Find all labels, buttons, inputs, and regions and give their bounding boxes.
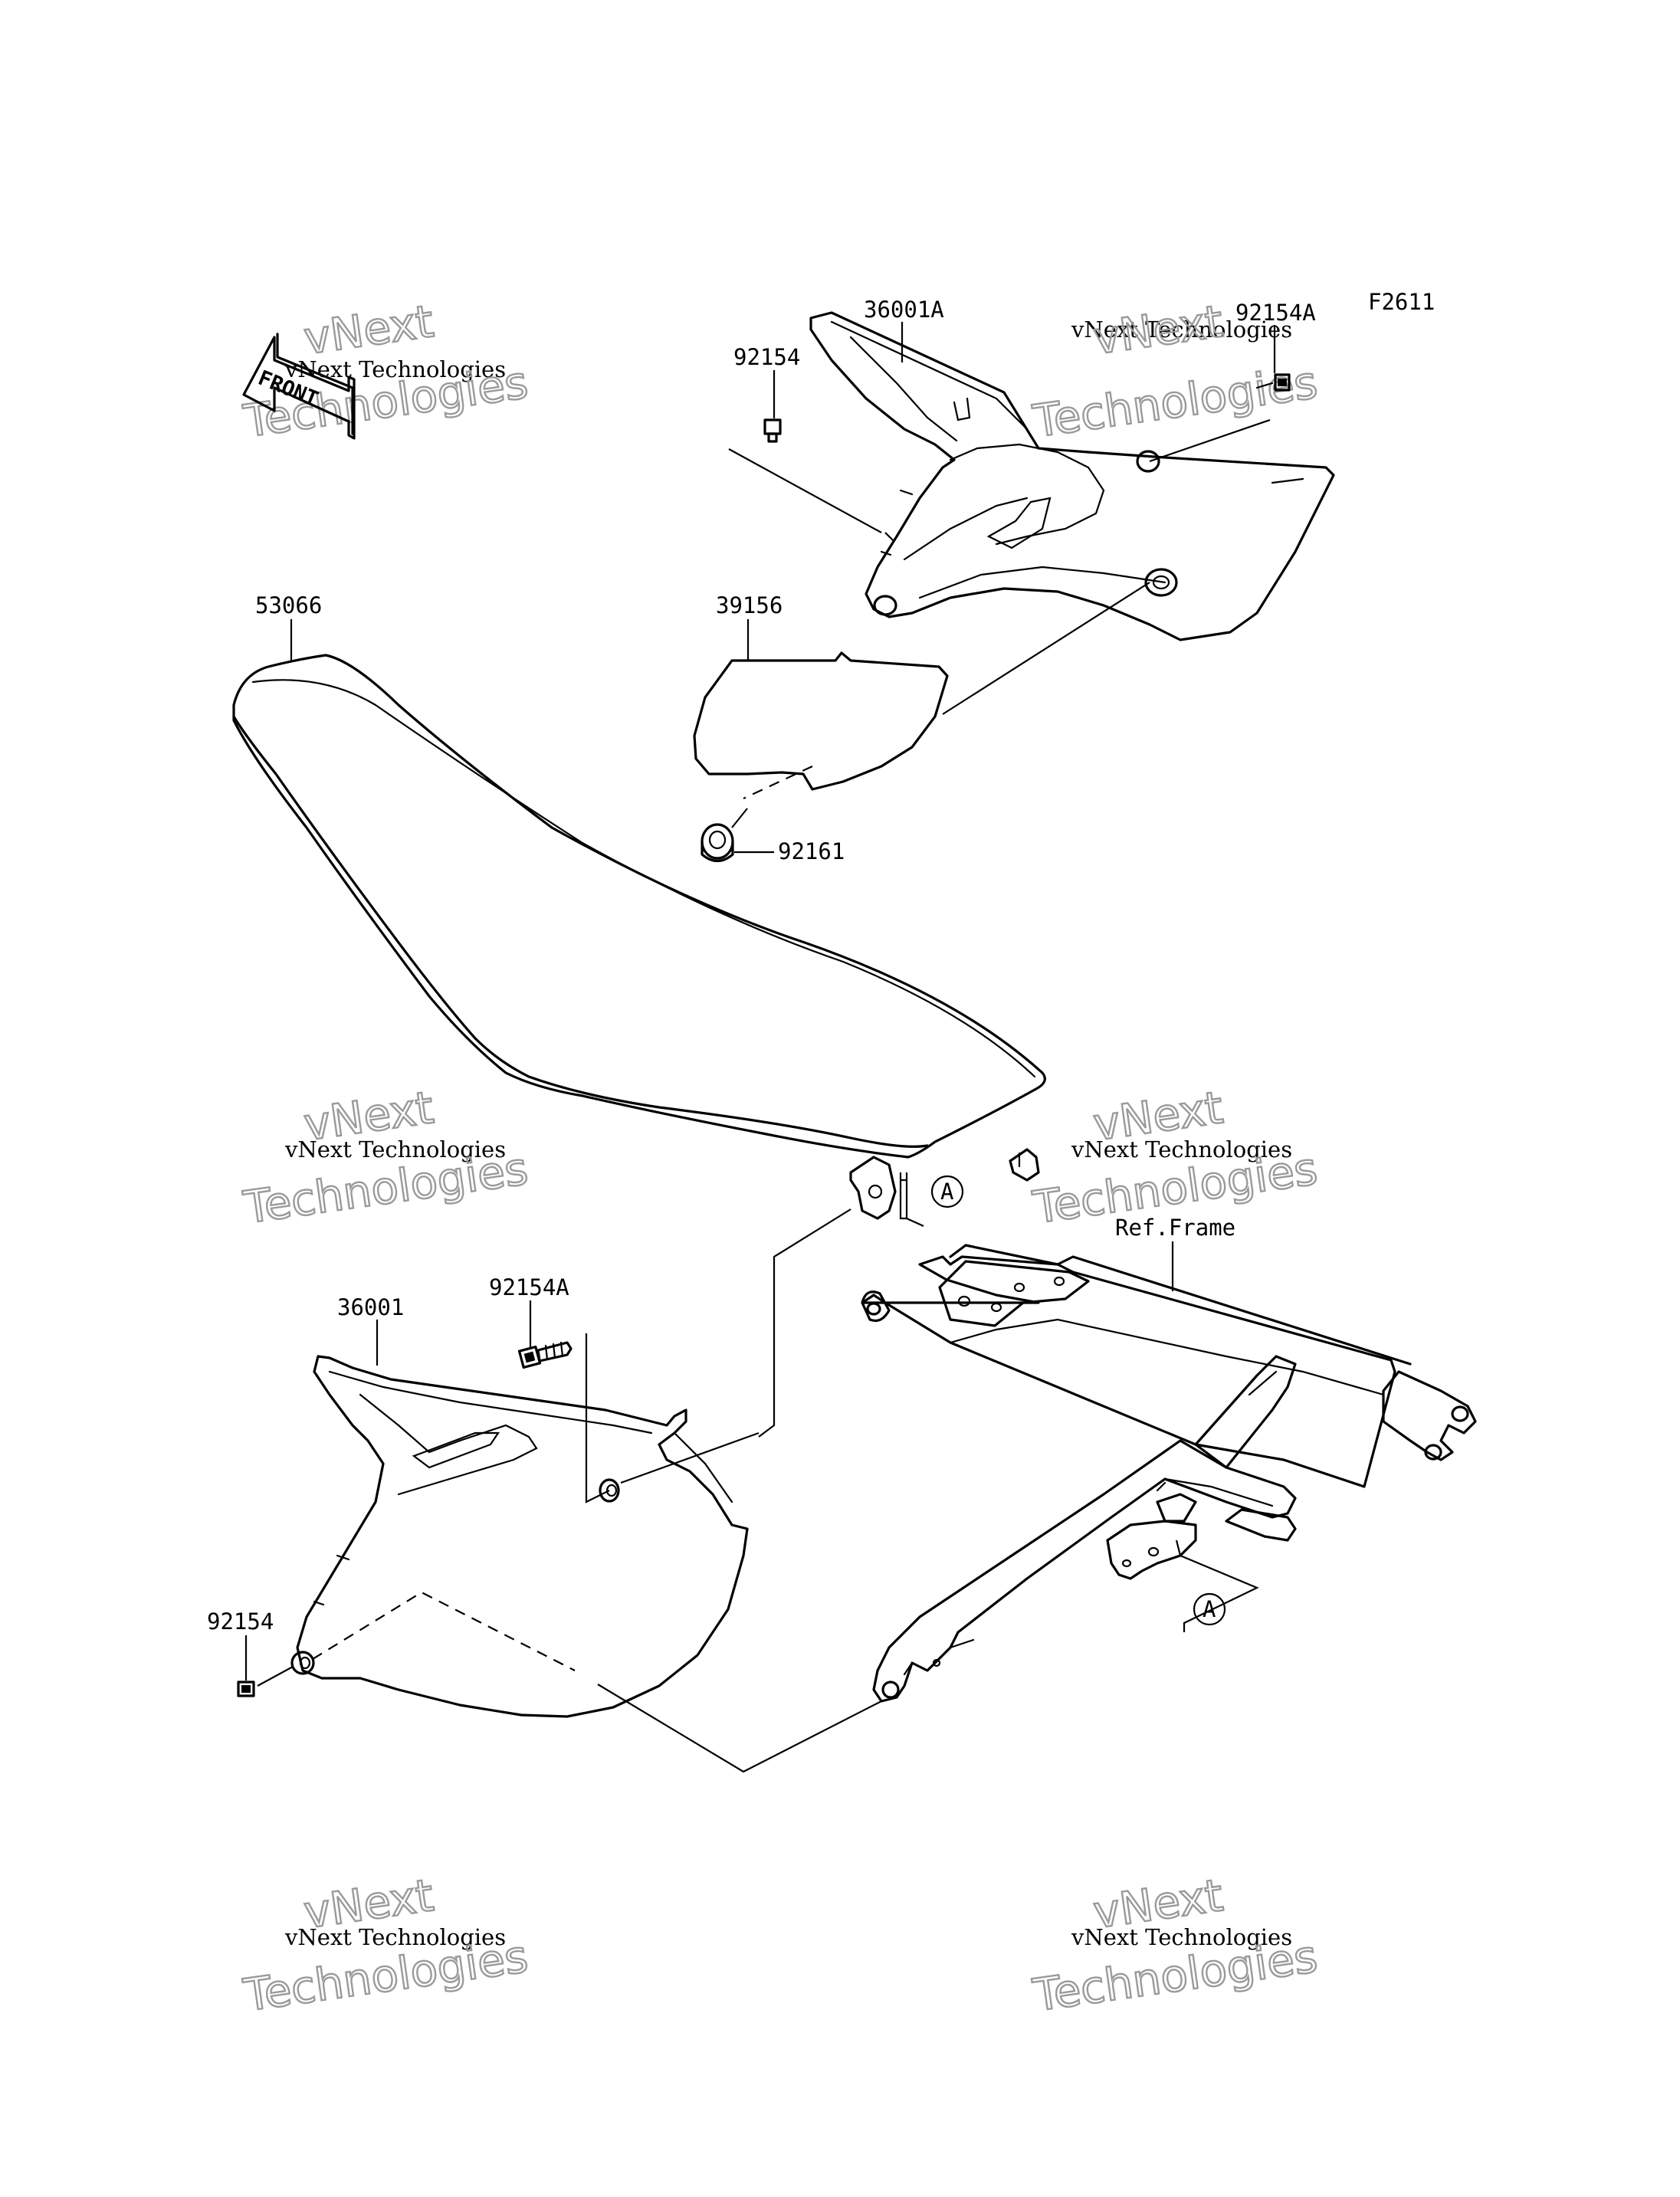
svg-text:vNext Technologies: vNext Technologies xyxy=(284,356,506,382)
side-cover-left-36001 xyxy=(290,1355,749,1718)
seat-53066 xyxy=(232,654,1046,1220)
svg-text:vNext: vNext xyxy=(300,295,436,365)
screw-92154A-bottom-icon xyxy=(517,1341,573,1369)
screw-92154-top-icon xyxy=(763,418,782,443)
watermark-mid-right: vNext Technologies vNext Technologies xyxy=(1029,1080,1321,1235)
svg-text:vNext Technologies: vNext Technologies xyxy=(284,1136,506,1162)
watermark-bottom-left: vNext Technologies vNext Technologies xyxy=(239,1868,532,2022)
grommet-92161-icon xyxy=(701,823,734,863)
figure-code: F2611 xyxy=(1368,289,1435,315)
svg-text:vNext: vNext xyxy=(1090,295,1226,365)
watermark-bottom-right: vNext Technologies vNext Technologies xyxy=(1029,1868,1321,2022)
svg-text:Technologies: Technologies xyxy=(1029,356,1320,448)
svg-text:vNext Technologies: vNext Technologies xyxy=(284,1924,506,1950)
reference-a-upper: A xyxy=(899,1172,964,1228)
reference-a-lower: A xyxy=(1175,1540,1259,1632)
watermark-mid-left: vNext Technologies vNext Technologies xyxy=(239,1080,532,1235)
callout-92154A-bottom: 92154A xyxy=(489,1274,569,1300)
watermark-top-left: vNext Technologies vNext Technologies xyxy=(239,294,532,448)
subframe-ref xyxy=(861,1244,1477,1703)
callout-92161: 92161 xyxy=(778,838,845,864)
side-cover-right-36001A xyxy=(809,311,1335,641)
callout-92154-bottom: 92154 xyxy=(207,1608,274,1635)
svg-text:vNext Technologies: vNext Technologies xyxy=(1071,1136,1292,1162)
svg-text:A: A xyxy=(1203,1596,1216,1622)
cover-39156 xyxy=(693,651,949,799)
screw-92154-bottom-icon xyxy=(237,1681,255,1697)
callout-92154A-top: 92154A xyxy=(1235,300,1316,326)
svg-text:vNext Technologies: vNext Technologies xyxy=(1071,1924,1292,1950)
ref-frame-label: Ref.Frame xyxy=(1115,1215,1235,1241)
svg-text:vNext Technologies: vNext Technologies xyxy=(1071,316,1292,343)
callout-53066: 53066 xyxy=(255,592,322,618)
callout-36001: 36001 xyxy=(337,1294,404,1320)
callout-92154-top: 92154 xyxy=(733,344,800,370)
screw-92154A-top-icon xyxy=(1255,373,1291,392)
callout-36001A: 36001A xyxy=(864,297,944,323)
svg-text:A: A xyxy=(940,1179,953,1205)
callout-39156: 39156 xyxy=(716,592,783,618)
